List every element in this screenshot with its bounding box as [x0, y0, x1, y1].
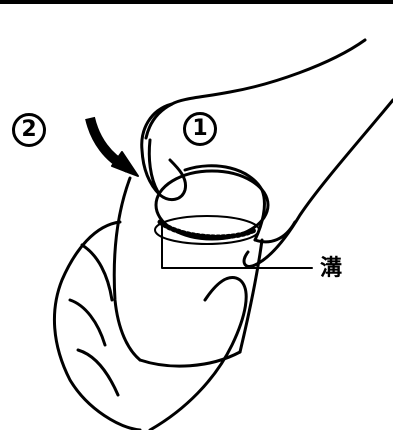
lower-finger-1: [82, 245, 112, 300]
groove-label: 溝: [320, 258, 342, 280]
step-1-number: 1: [192, 118, 207, 140]
lower-hand-palm: [150, 278, 246, 430]
step-1-badge: 1: [183, 112, 217, 146]
step-2-number: 2: [21, 119, 36, 141]
upper-arm-outline: [146, 40, 365, 138]
lower-finger-2: [70, 300, 105, 345]
groove-hatch: [160, 222, 255, 237]
lower-finger-3: [78, 350, 118, 395]
step-2-badge: 2: [12, 113, 46, 147]
bottle-left-side: [114, 178, 140, 360]
